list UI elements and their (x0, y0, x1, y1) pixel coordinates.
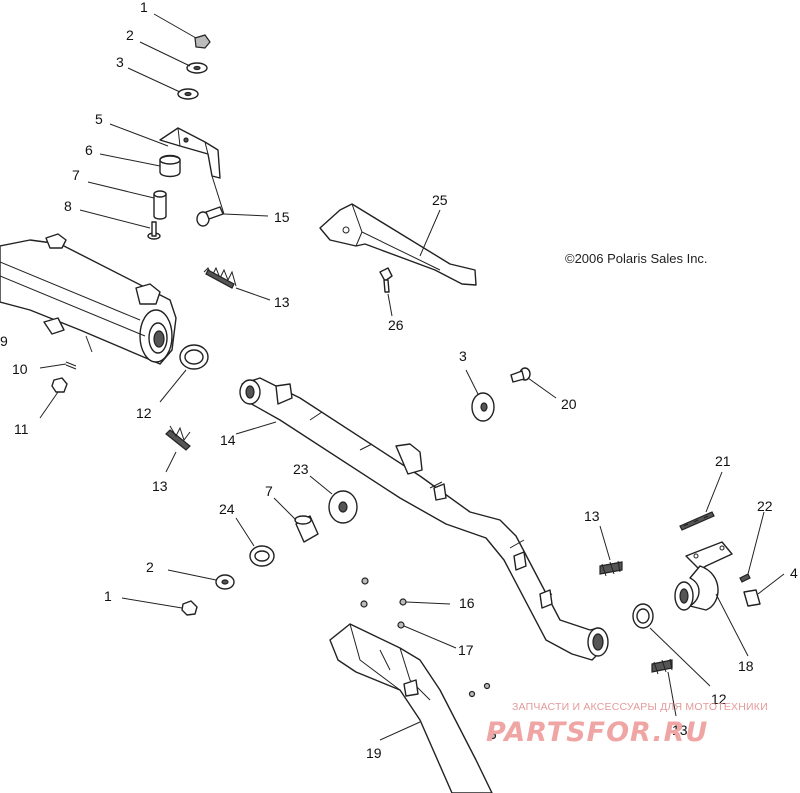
part-25-heat-shield (319, 203, 477, 286)
part-26-bolt (379, 267, 393, 293)
part-14-head-pipe (239, 377, 609, 661)
part-15-bolt (196, 206, 224, 227)
watermark: ЗАПЧАСТИ И АКСЕССУАРЫ ДЛЯ МОТОТЕХНИКИ PA… (486, 701, 768, 748)
part-5-bracket (159, 127, 221, 179)
leader-lines (39, 13, 785, 741)
callout-5: 5 (95, 111, 103, 127)
callout-12-b: 12 (711, 691, 727, 707)
callout-10: 10 (12, 361, 28, 377)
callout-6: 6 (85, 142, 93, 158)
callout-13-b: 13 (152, 478, 168, 494)
part-13-spring-b (165, 425, 191, 451)
part-10-clip (65, 361, 77, 370)
part-7-sleeve-mid (294, 515, 319, 543)
part-21-gasket-strip (679, 511, 715, 531)
part-2-washer-top (186, 62, 208, 74)
callout-9: 9 (0, 333, 8, 349)
callout-3-mid: 3 (459, 348, 467, 364)
part-22-clip (739, 573, 751, 583)
callout-26: 26 (388, 317, 404, 333)
watermark-tagline: ЗАПЧАСТИ И АКСЕССУАРЫ ДЛЯ МОТОТЕХНИКИ (512, 701, 768, 713)
copyright-text: ©2006 Polaris Sales Inc. (565, 251, 708, 266)
callout-21: 21 (715, 453, 731, 469)
callout-2-top: 2 (126, 27, 134, 43)
part-4-nut (743, 589, 761, 607)
callout-1-bottom: 1 (104, 588, 112, 604)
part-19-heat-shield (329, 623, 497, 793)
part-1-nut-top (194, 34, 211, 49)
callout-20: 20 (561, 396, 577, 412)
part-12-gasket-a (179, 344, 209, 370)
part-1-nut-bottom (181, 600, 198, 616)
part-12-gasket-b (632, 603, 654, 629)
part-18-elbow (674, 541, 733, 611)
callout-7-mid: 7 (265, 483, 273, 499)
callout-24: 24 (219, 501, 235, 517)
callout-11: 11 (14, 421, 29, 437)
part-11-nut (51, 377, 68, 393)
part-3-washer-top (177, 88, 199, 100)
callout-13-c: 13 (584, 508, 600, 524)
callout-4: 4 (790, 565, 798, 581)
callout-14: 14 (220, 432, 236, 448)
part-2-washer-bottom (215, 574, 235, 590)
callout-17: 17 (458, 642, 474, 658)
callout-18: 18 (738, 658, 754, 674)
part-23-grommet (328, 490, 358, 524)
part-16-nut (360, 577, 407, 608)
watermark-brand: PARTSFOR.RU (486, 717, 708, 748)
part-13-spring-d (651, 658, 673, 675)
part-20-bolt (510, 367, 531, 383)
callout-2-bottom: 2 (146, 559, 154, 575)
callout-labels: 1 2 3 5 6 7 8 15 25 9 13 26 10 12 11 3 2… (0, 0, 798, 761)
callout-25: 25 (432, 192, 448, 208)
callout-22: 22 (757, 498, 773, 514)
callout-8: 8 (64, 198, 72, 214)
part-3-washer-mid (471, 392, 495, 422)
part-6-grommet (159, 154, 181, 178)
callout-15: 15 (274, 209, 290, 225)
callout-7-top: 7 (72, 167, 80, 183)
part-7-sleeve-top (153, 190, 167, 220)
callout-16: 16 (459, 595, 475, 611)
callout-23: 23 (293, 461, 309, 477)
part-13-spring-a (203, 266, 237, 289)
callout-12-a: 12 (136, 405, 152, 421)
part-17-nut (397, 621, 405, 629)
part-13-spring-c (599, 560, 623, 577)
part-8-bolt (147, 221, 161, 240)
part-24-ring (249, 545, 275, 567)
callout-1-top: 1 (140, 0, 148, 15)
callout-13-a: 13 (274, 294, 290, 310)
part-9-muffler (0, 233, 177, 365)
callout-3-top: 3 (116, 54, 124, 70)
callout-19: 19 (366, 745, 382, 761)
callout-13-d: 13 (672, 722, 688, 738)
